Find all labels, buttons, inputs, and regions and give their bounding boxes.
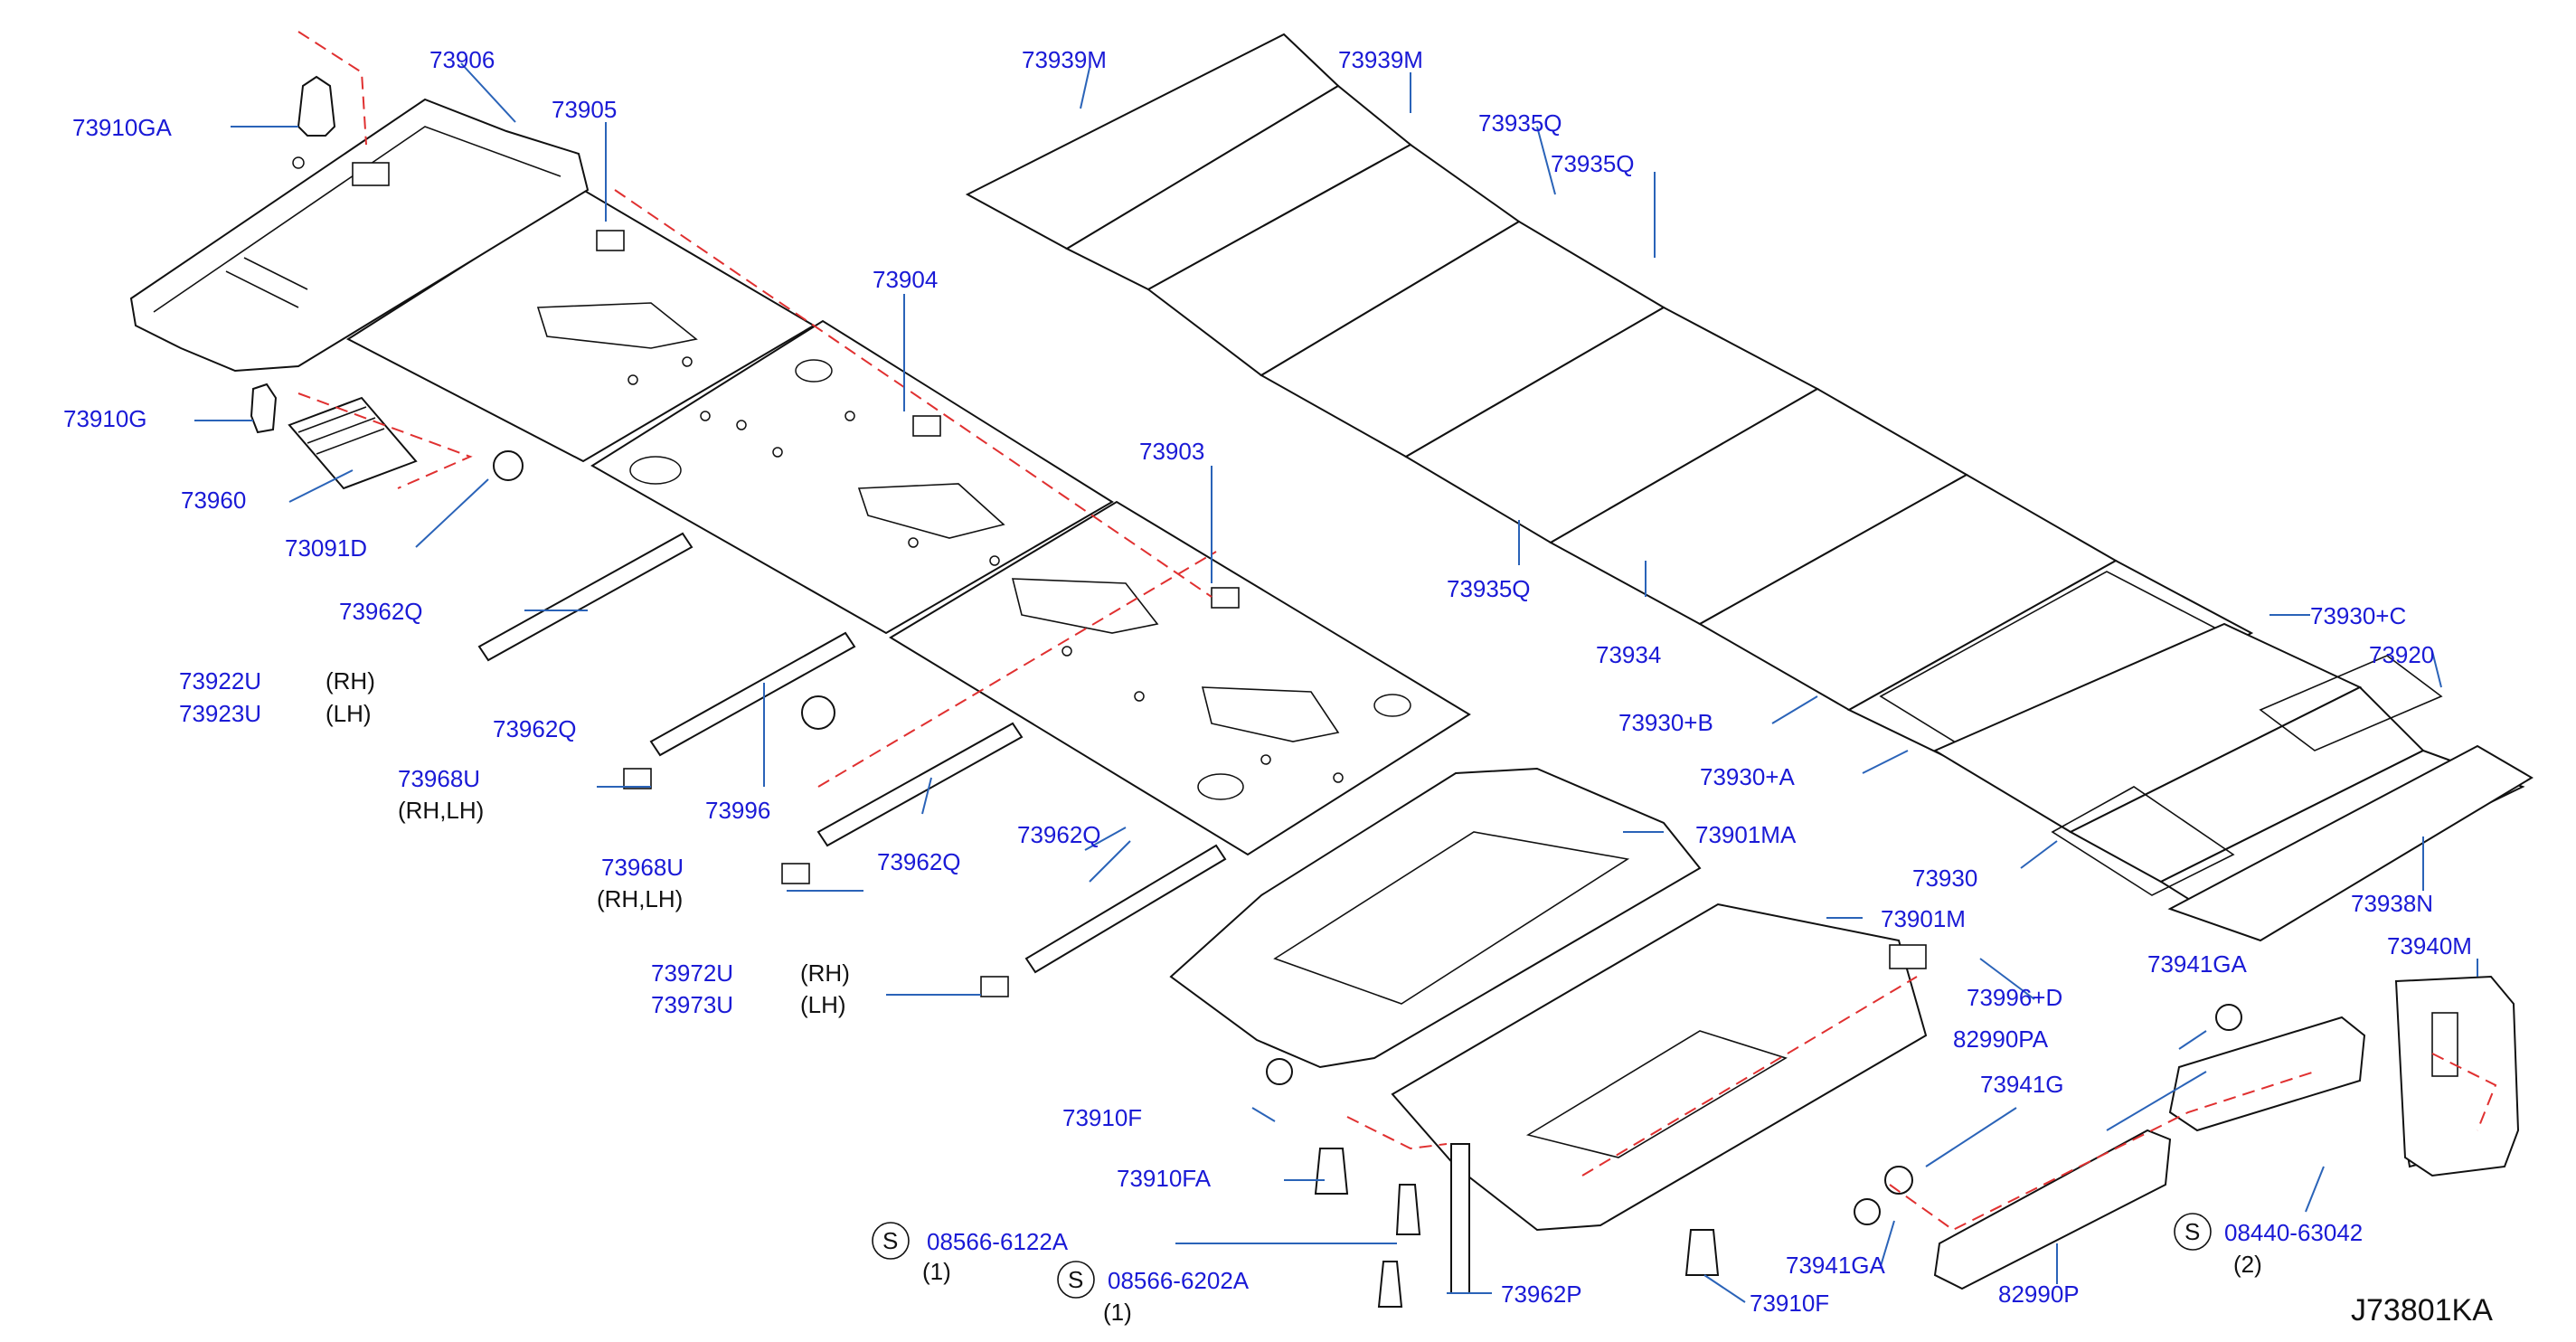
label-73962P: 73962P <box>1501 1281 1582 1308</box>
label-08566-6202A: 08566-6202A <box>1108 1267 1250 1294</box>
note-lh: (LH) <box>326 700 372 727</box>
label-08566-6122A: 08566-6122A <box>927 1228 1069 1255</box>
label-7393xU: 73923U <box>179 700 261 727</box>
standard-part-marks: S S S <box>872 1213 2212 1299</box>
label-82990PA: 82990PA <box>1953 1025 2049 1053</box>
label-73905: 73905 <box>552 96 617 123</box>
label-73930: 73930 <box>1912 865 1977 892</box>
label-73910F: 73910F <box>1062 1104 1142 1131</box>
s-mark-b-icon <box>1057 1261 1095 1299</box>
label-73962Q-b: 73962Q <box>493 715 577 742</box>
leader-lines <box>194 62 2478 1303</box>
label-73962Q-d: 73962Q <box>1017 821 1101 848</box>
diagram-code: J73801KA <box>2351 1293 2493 1328</box>
note-lh-b: (LH) <box>800 991 846 1018</box>
clip-73941GA-icon <box>2215 1004 2242 1031</box>
label-08440-63042: 08440-63042 <box>2224 1219 2363 1246</box>
clip-73910F-b-icon <box>1684 1229 1720 1276</box>
label-73939M-a: 73939M <box>1022 46 1107 73</box>
clip-73910GA-icon <box>297 75 336 137</box>
label-73968U-b: 73968U <box>601 854 684 881</box>
label-73903: 73903 <box>1139 438 1204 465</box>
s-mark-b: S <box>1068 1266 1083 1293</box>
note-rhlh-a: (RH,LH) <box>398 797 484 824</box>
s-mark-a: S <box>882 1227 898 1254</box>
label-7392xU: 73922U <box>179 667 261 695</box>
label-73941GA-a: 73941GA <box>2147 950 2248 978</box>
label-73904: 73904 <box>873 266 938 293</box>
label-73910F-b: 73910F <box>1750 1290 1829 1317</box>
label-73910G: 73910G <box>63 405 147 432</box>
note-qty2: (2) <box>2233 1251 2262 1278</box>
guide-lines <box>297 31 2497 1232</box>
screw-08566-6202A-icon <box>1377 1261 1403 1308</box>
visor-holder <box>288 396 418 490</box>
clip-73941GA-b-icon <box>1854 1198 1881 1225</box>
s-mark-c: S <box>2184 1218 2200 1245</box>
rear-headliner <box>1169 767 1928 1232</box>
note-qty1-a: (1) <box>922 1258 951 1285</box>
label-73930C: 73930+C <box>2310 602 2406 629</box>
note-rh: (RH) <box>326 667 375 695</box>
label-73938N: 73938N <box>2351 890 2433 917</box>
label-73901M: 73901M <box>1881 905 1966 932</box>
label-73934: 73934 <box>1596 641 1661 668</box>
label-73973U: 73973U <box>651 991 733 1018</box>
label-73996D: 73996+D <box>1967 984 2062 1011</box>
label-73906: 73906 <box>429 46 495 73</box>
screw-08566-6122A-icon <box>1395 1184 1421 1235</box>
label-73930A: 73930+A <box>1700 763 1795 790</box>
grommet-73996-icon <box>801 695 835 730</box>
rear-trim-panels <box>1450 975 2520 1294</box>
label-73910FA: 73910FA <box>1117 1165 1212 1192</box>
label-73941GA-b: 73941GA <box>1786 1252 1886 1279</box>
label-73968U-a: 73968U <box>398 765 480 792</box>
label-73935Q-a: 73935Q <box>1478 109 1562 137</box>
s-mark-a-icon <box>872 1222 910 1260</box>
clip-73091D-icon <box>493 450 524 481</box>
label-73939M-b: 73939M <box>1338 46 1423 73</box>
headliner-panels <box>345 188 1471 856</box>
note-qty1-b: (1) <box>1103 1299 1132 1326</box>
label-73935Q-c: 73935Q <box>1447 575 1531 602</box>
label-73901MA: 73901MA <box>1695 821 1797 848</box>
label-73935Q-b: 73935Q <box>1551 150 1635 177</box>
s-mark-c-icon <box>2174 1213 2212 1251</box>
label-73920: 73920 <box>2369 641 2434 668</box>
clip-73910F-icon <box>1266 1058 1293 1085</box>
note-rh-b: (RH) <box>800 959 850 987</box>
clip-73941G-icon <box>1884 1166 1913 1195</box>
label-73960: 73960 <box>181 487 246 514</box>
clip-73910G-icon <box>250 383 278 434</box>
label-73972U: 73972U <box>651 959 733 987</box>
front-roof-header <box>129 98 590 373</box>
label-73940M: 73940M <box>2387 932 2472 959</box>
label-73091D: 73091D <box>285 534 367 562</box>
label-73996: 73996 <box>705 797 770 824</box>
label-73910GA: 73910GA <box>72 114 173 141</box>
part-labels: 73906 73905 73910GA 73910G 73960 73091D … <box>63 46 2472 1326</box>
label-73941G: 73941G <box>1980 1071 2064 1098</box>
label-73962Q-c: 73962Q <box>877 848 961 875</box>
label-73930B: 73930+B <box>1618 709 1713 736</box>
clip-73910FA-icon <box>1314 1148 1349 1195</box>
label-82990P: 82990P <box>1998 1281 2080 1308</box>
label-73962Q-a: 73962Q <box>339 598 423 625</box>
side-rails <box>477 532 1227 997</box>
roof-insulation-strips <box>965 33 2534 942</box>
note-rhlh-b: (RH,LH) <box>597 885 683 912</box>
